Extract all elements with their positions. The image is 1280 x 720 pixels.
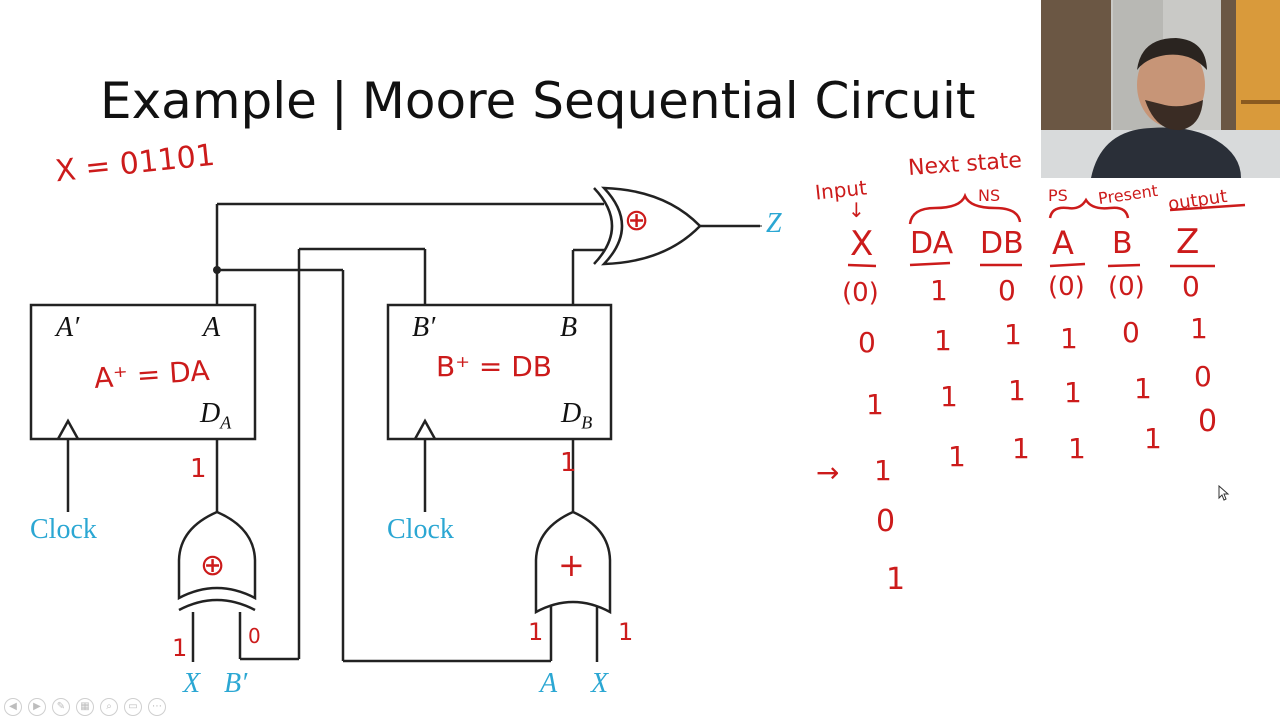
- cell: 1: [1064, 376, 1082, 409]
- cell: 1: [1012, 432, 1030, 465]
- col-z: Z: [1176, 222, 1200, 262]
- slideshow-toolbar: ◀ ▶ ✎ ▦ ⌕ ▭ ⋯: [4, 698, 166, 716]
- cell: (0): [1108, 272, 1145, 302]
- title-bold: Example: [100, 72, 317, 130]
- input-left-bprime: B′: [224, 668, 248, 699]
- cell: 1: [1068, 432, 1086, 465]
- ffa-d-main: D: [200, 398, 221, 429]
- cell: 1: [1134, 372, 1152, 405]
- next-icon[interactable]: ▶: [28, 698, 46, 716]
- cell: 1: [1004, 318, 1022, 351]
- col-x: X: [850, 224, 874, 264]
- hdr-ps: PS: [1048, 186, 1068, 205]
- cell: 1: [940, 380, 958, 413]
- or-gate-right: [534, 510, 612, 615]
- ffb-d-sub: B: [581, 412, 593, 433]
- ffa-d-label: DA: [200, 398, 231, 434]
- cell: 0: [1198, 404, 1218, 439]
- note-right-x-value: 1: [618, 618, 634, 646]
- cell: 0: [998, 274, 1016, 307]
- mouse-cursor-icon: [1218, 485, 1230, 501]
- xor-gate-output: [601, 186, 702, 266]
- cell: 1: [1190, 312, 1208, 345]
- note-left-x-value: 1: [172, 634, 188, 662]
- clock-a-triangle: [56, 418, 80, 440]
- col-db: DB: [980, 226, 1024, 261]
- ffb-q-label: B: [560, 312, 578, 343]
- pen-icon[interactable]: ✎: [52, 698, 70, 716]
- xor-gate-left: [177, 510, 257, 601]
- subtitles-icon[interactable]: ▭: [124, 698, 142, 716]
- title-rest: Moore Sequential Circuit: [361, 72, 976, 130]
- cell: 0: [876, 504, 896, 539]
- clock-b-triangle: [413, 418, 437, 440]
- ffb-d-main: D: [561, 398, 582, 429]
- input-right-x: X: [591, 668, 609, 699]
- hdr-input-arrow: ↓: [848, 198, 865, 222]
- col-a: A: [1052, 224, 1074, 262]
- prev-icon[interactable]: ◀: [4, 698, 22, 716]
- more-icon[interactable]: ⋯: [148, 698, 166, 716]
- cell: 0: [1182, 270, 1200, 303]
- zoom-icon[interactable]: ⌕: [100, 698, 118, 716]
- cell: 1: [948, 440, 966, 473]
- cell: 0: [1122, 316, 1140, 349]
- cell: (0): [842, 278, 879, 308]
- cell: 1: [866, 388, 884, 421]
- col-b: B: [1112, 226, 1133, 261]
- cell: 1: [1060, 322, 1078, 355]
- note-da-value: 1: [190, 454, 207, 484]
- arrow-current-row: →: [816, 456, 840, 489]
- webcam-video-frame: [1041, 0, 1280, 178]
- flipflop-b-box: [386, 303, 613, 441]
- cell: 0: [858, 326, 876, 359]
- input-left-x: X: [183, 668, 201, 699]
- cell: 1: [874, 454, 892, 487]
- hdr-ns: NS: [978, 186, 1001, 205]
- title-separator: |: [330, 72, 348, 130]
- cell: 1: [1144, 422, 1162, 455]
- cell: 1: [934, 324, 952, 357]
- ffb-qbar-label: B′: [412, 312, 436, 343]
- output-z-label: Z: [766, 208, 782, 239]
- cell: 0: [1194, 360, 1212, 393]
- input-right-a: A: [540, 668, 558, 699]
- col-da: DA: [910, 226, 954, 261]
- note-left-b-value: 0: [248, 624, 261, 648]
- ffb-equation-note: B⁺ = DB: [436, 350, 553, 383]
- clock-b-label: Clock: [387, 514, 454, 545]
- cell: (0): [1048, 272, 1085, 302]
- cell: 1: [930, 274, 948, 307]
- ffa-qbar-label: A′: [56, 312, 80, 343]
- ffa-d-sub: A: [220, 412, 232, 433]
- ffa-q-label: A: [203, 312, 221, 343]
- ffb-d-label: DB: [561, 398, 592, 434]
- slides-icon[interactable]: ▦: [76, 698, 94, 716]
- gate-right-symbol: +: [558, 546, 585, 584]
- note-db-value: 1: [560, 448, 577, 478]
- gate-out-symbol: ⊕: [624, 203, 650, 238]
- cell: 1: [886, 562, 906, 597]
- presenter-webcam: [1041, 0, 1280, 178]
- cell: 1: [1008, 374, 1026, 407]
- gate-left-symbol: ⊕: [200, 548, 226, 583]
- slide-title: Example|Moore Sequential Circuit: [100, 72, 975, 130]
- clock-a-label: Clock: [30, 514, 97, 545]
- flipflop-a-box: [29, 303, 257, 441]
- note-right-a-value: 1: [528, 618, 544, 646]
